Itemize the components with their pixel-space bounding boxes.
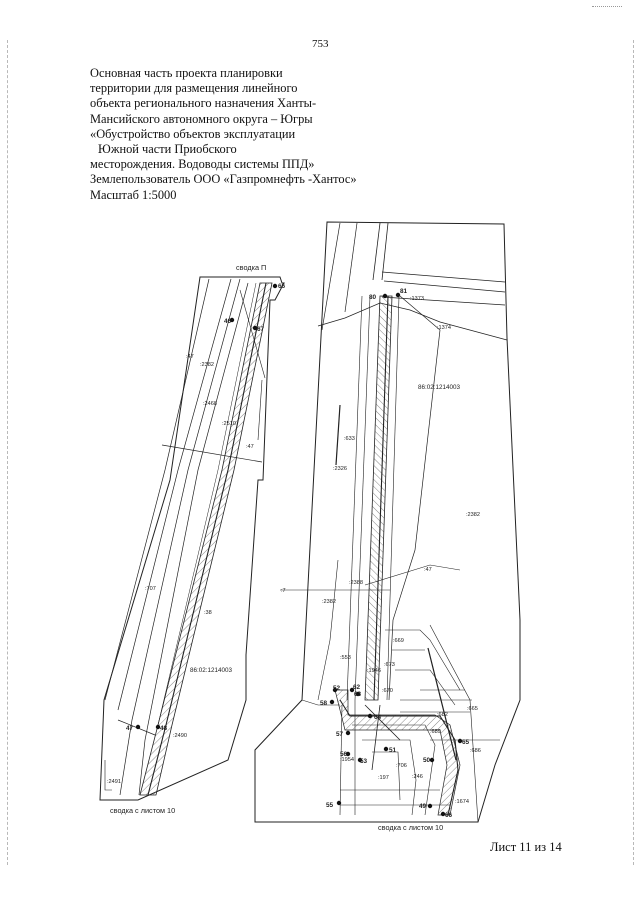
annotation-left-bottom: сводка с листом 10 xyxy=(110,806,175,815)
parcel-label: :38 xyxy=(204,610,212,616)
header-line: Основная часть проекта планировки xyxy=(90,66,283,80)
parcel-label: :47 xyxy=(246,444,254,450)
pipeline-corridor-left xyxy=(139,282,273,796)
parcel-label: :47 xyxy=(186,354,194,360)
parcel-label: :682 xyxy=(437,712,448,718)
parcel-label: :1946 xyxy=(367,668,381,674)
point-number: 49 xyxy=(419,803,427,810)
header-line: объекта регионального назначения Ханты- xyxy=(90,96,317,111)
left-sheet-outline xyxy=(99,276,285,801)
parcel-label: :7 xyxy=(281,588,286,594)
parcel-label: :665 xyxy=(467,706,478,712)
header-line: «Обустройство объектов эксплуатации xyxy=(90,126,296,141)
header-line: Масштаб 1:5000 xyxy=(90,187,177,202)
pipeline-bend-network xyxy=(334,689,461,816)
point-number: 53 xyxy=(360,758,368,765)
parcel-label: :2326 xyxy=(333,466,347,472)
point-number: 65 xyxy=(462,739,470,746)
parcel-label: :1373 xyxy=(410,296,424,302)
point-number: 67 xyxy=(257,326,265,333)
parcel-label: :2491 xyxy=(107,779,121,785)
point-number: 64 xyxy=(374,714,382,721)
parcel-label: :707 xyxy=(145,586,156,592)
header-line: месторождения. Водоводы системы ППД» xyxy=(90,157,315,172)
header-line: Землепользователь ООО «Газпромнефть -Хан… xyxy=(90,172,357,187)
point-number: 66 xyxy=(278,283,286,290)
page-number: 753 xyxy=(312,38,329,50)
point-number: 58 xyxy=(320,700,328,707)
scan-corner-mark xyxy=(592,6,622,7)
parcel-label: :2382 xyxy=(466,512,480,518)
parcel-label: :2382 xyxy=(322,599,336,605)
parcel-label: :673 xyxy=(384,662,395,668)
parcel-label: :1674 xyxy=(455,799,469,805)
point-number: 55 xyxy=(326,802,334,809)
cadastral-number: 86:02:1214003 xyxy=(418,384,461,391)
point-number: 66 xyxy=(445,812,453,819)
annotation-right-bottom: сводка с листом 10 xyxy=(378,823,443,832)
parcel-label: :246 xyxy=(412,774,423,780)
sheet-number: Лист 11 из 14 xyxy=(490,840,562,854)
parcel-label: :1374 xyxy=(437,325,451,331)
parcel-label: :689 xyxy=(430,729,441,735)
point-number: 51 xyxy=(389,747,397,754)
point-number: 57 xyxy=(336,731,344,738)
parcel-label: :670 xyxy=(382,688,393,694)
point-number: 56 xyxy=(340,751,348,758)
pipeline-corridor-right xyxy=(364,295,393,701)
point-number: 80 xyxy=(369,294,377,301)
parcel-label: :1954 xyxy=(340,757,354,763)
header-line: территории для размещения линейного xyxy=(90,81,298,96)
parcel-label: :2490 xyxy=(173,733,187,739)
parcel-label: :633 xyxy=(344,436,355,442)
right-sheet-outline xyxy=(254,221,521,823)
parcel-label: :197 xyxy=(378,775,389,781)
parcel-label: :706 xyxy=(396,763,407,769)
parcel-label: :669 xyxy=(393,638,404,644)
parcel-label: :2468 xyxy=(203,401,217,407)
annotation-left-top: сводка П xyxy=(236,263,266,272)
scan-left-border xyxy=(7,40,8,865)
point-number: 52 xyxy=(333,685,341,692)
parcel-label: :2510 xyxy=(222,421,236,427)
right-sheet xyxy=(254,221,521,823)
parcel-label: :2382 xyxy=(200,362,214,368)
point-number: 62 xyxy=(353,684,361,691)
point-number: 46 xyxy=(224,318,232,325)
point-number: 63 xyxy=(354,691,362,698)
point-number: 47 xyxy=(126,725,134,732)
parcel-label: :553 xyxy=(340,655,351,661)
left-sheet xyxy=(99,276,285,801)
parcel-label: :686 xyxy=(470,748,481,754)
parcel-label: :47 xyxy=(424,567,432,573)
header-line: Южной части Приобского xyxy=(98,142,237,157)
point-number: 50 xyxy=(423,757,431,764)
header-line: Мансийского автономного округа – Югры xyxy=(90,111,313,126)
parcel-label: :2388 xyxy=(349,580,363,586)
point-number: 81 xyxy=(400,288,408,295)
document-header: Основная часть проекта планировки террит… xyxy=(90,66,390,203)
cadastral-number: 86:02:1214003 xyxy=(190,667,233,674)
point-markers xyxy=(135,283,463,817)
point-number: 48 xyxy=(160,725,168,732)
scan-right-border xyxy=(633,40,634,865)
